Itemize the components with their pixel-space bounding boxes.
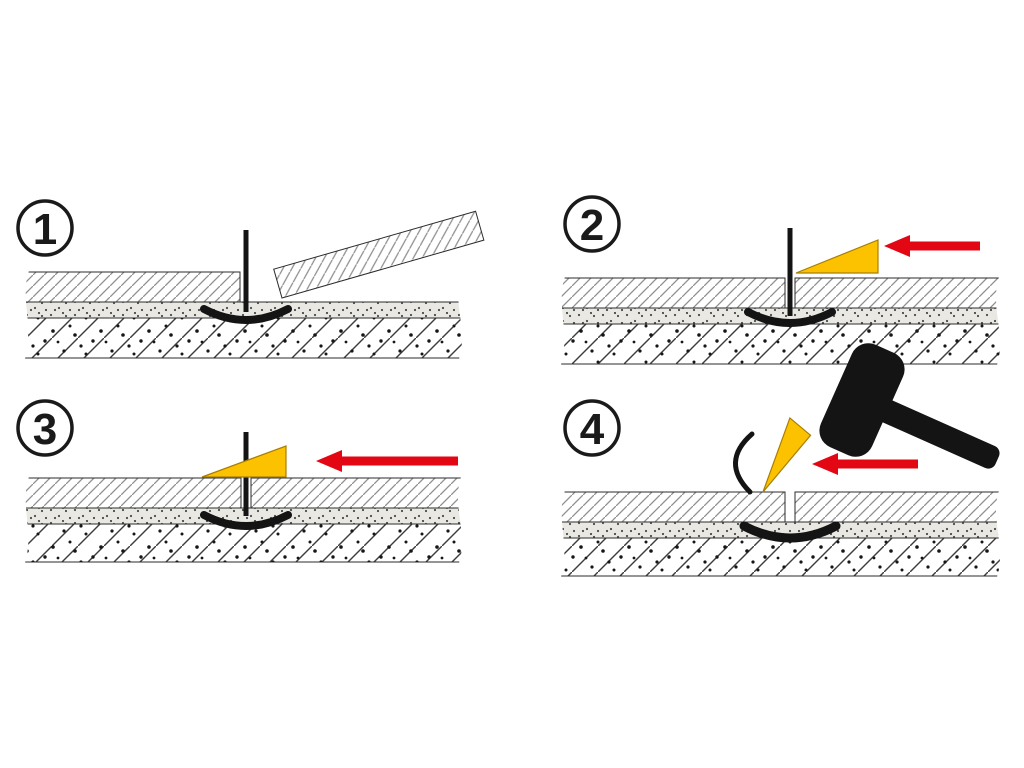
loose-tile: [273, 210, 485, 299]
step-1-badge-circle: [16, 199, 74, 257]
direction-arrow: [812, 453, 918, 475]
step-3-number: 3: [33, 405, 57, 454]
step-4-number: 4: [580, 405, 605, 454]
tile-layer-left: [560, 491, 786, 523]
step-4-badge-circle: [563, 399, 621, 457]
leveling-wedge: [201, 445, 287, 478]
floor-cross-section: [560, 491, 1000, 577]
substrate-dots: [24, 318, 462, 358]
panel-step-2: 2: [560, 195, 1000, 365]
leveling-clip-base: [744, 308, 836, 327]
snap-motion-arc: [733, 431, 755, 495]
broken-wedge-piece: [762, 416, 812, 493]
tile-layer-left: [560, 277, 786, 309]
mallet-head: [819, 343, 905, 457]
adhesive-layer-dots: [24, 508, 462, 524]
leveling-clip-base: [200, 511, 292, 530]
step-2-badge: 2: [563, 195, 621, 253]
leveling-wedge: [762, 416, 812, 493]
mallet: [819, 343, 1000, 469]
tile-layer-right: [794, 491, 1000, 523]
floor-cross-section: [560, 277, 1000, 365]
tile-layer-right: [250, 477, 462, 509]
mallet-handle: [876, 398, 1000, 469]
substrate-dots: [24, 524, 462, 562]
loose-tile-body: [273, 210, 485, 299]
floor-cross-section: [24, 477, 462, 563]
adhesive-layer-dots: [24, 302, 462, 318]
step-4-badge: 4: [563, 399, 621, 457]
adhesive-layer-dots: [560, 522, 1000, 538]
panel-step-4: 4: [560, 343, 1000, 577]
tile-layer-left: [24, 271, 241, 303]
tile-layer-right: [794, 277, 1000, 309]
floor-cross-section: [24, 271, 462, 359]
panel-step-1: 1: [16, 199, 485, 359]
leveling-clip-stem: [787, 228, 793, 316]
direction-arrow: [316, 450, 458, 472]
leveling-clip-base: [739, 521, 841, 543]
leveling-clip-base: [200, 305, 292, 324]
adhesive-layer-dots: [560, 308, 1000, 324]
substrate-dots: [560, 538, 1000, 576]
panel-step-3: 3: [16, 399, 462, 563]
step-3-badge: 3: [16, 399, 74, 457]
substrate-dots: [560, 324, 1000, 364]
tile-layer-left: [24, 477, 242, 509]
direction-arrow: [884, 235, 980, 257]
leveling-clip-stem: [243, 230, 249, 312]
step-3-badge-circle: [16, 399, 74, 457]
step-1-number: 1: [33, 205, 57, 254]
step-2-number: 2: [580, 201, 604, 250]
step-1-badge: 1: [16, 199, 74, 257]
step-2-badge-circle: [563, 195, 621, 253]
leveling-wedge: [795, 239, 879, 274]
